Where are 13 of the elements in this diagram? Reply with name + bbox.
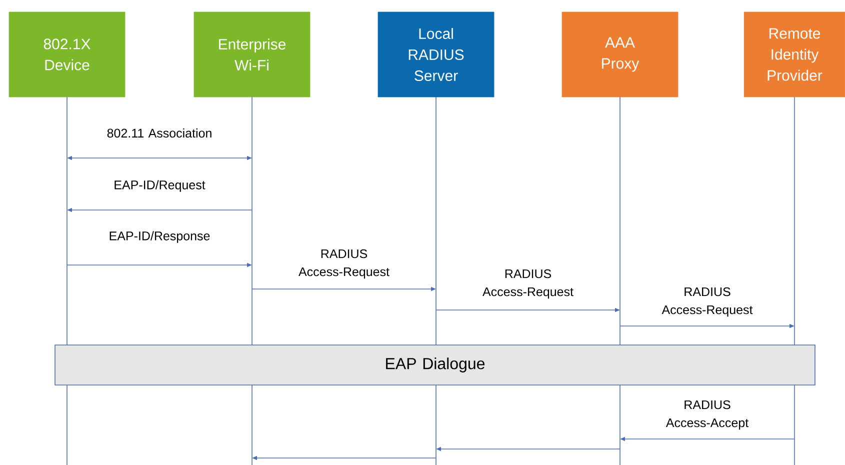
participant-box: 802.1X Device — [8, 12, 126, 98]
message-label: EAP-ID/Response — [110, 231, 210, 243]
participant-box: Local RADIUS Server — [378, 12, 494, 98]
message-label: 802.11 Association — [107, 128, 212, 138]
participant-box: AAA Proxy — [562, 12, 678, 98]
message-label: RADIUS Access-Request — [662, 287, 753, 317]
participant-box: Remote Identity Provider — [744, 12, 845, 98]
message-label: RADIUS Access-Request — [298, 249, 390, 279]
message-label: EAP-ID/Request — [114, 180, 206, 192]
dialogue-band: EAP Dialogue — [54, 344, 816, 386]
message-label: RADIUS Access-Request — [482, 269, 574, 299]
message-label: RADIUS Access-Accept — [666, 400, 748, 430]
participant-box: Enterprise Wi-Fi — [194, 12, 310, 98]
